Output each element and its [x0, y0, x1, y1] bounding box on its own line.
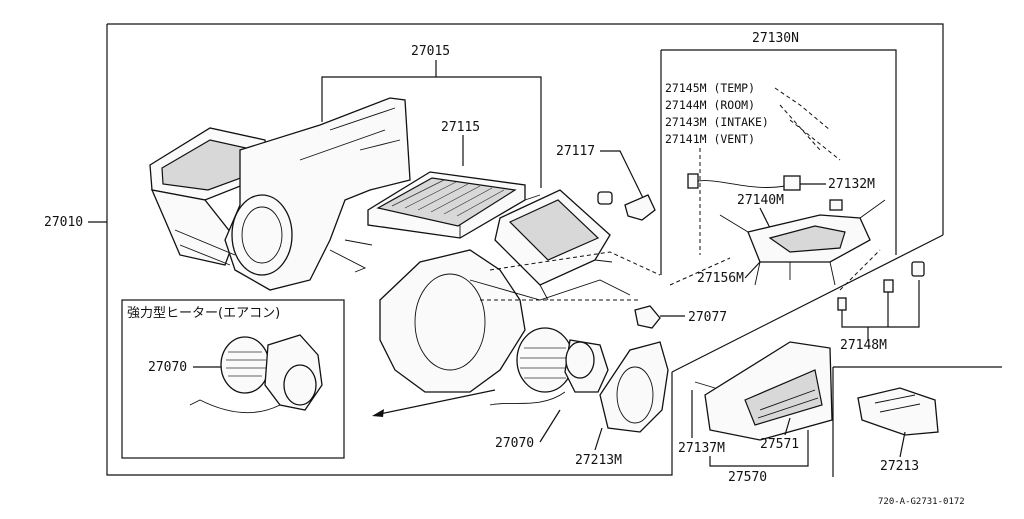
leader-27148m — [841, 280, 920, 341]
label-27015: 27015 — [411, 44, 450, 59]
label-27115: 27115 — [441, 120, 480, 135]
label-27571: 27571 — [760, 437, 799, 452]
leader-27070 — [539, 409, 561, 443]
label-27077: 27077 — [688, 310, 727, 325]
label-27148m: 27148M — [840, 338, 887, 353]
blower-motor-shape — [489, 327, 609, 406]
direction-arrow — [374, 389, 496, 416]
drawing-code: 720-A-G2731-0172 — [878, 497, 965, 507]
label-27140m: 27140M — [737, 193, 784, 208]
part-27213-shape — [857, 387, 939, 436]
part-27077-shape — [634, 305, 661, 329]
leader-27015 — [321, 76, 542, 188]
label-27213m: 27213M — [575, 453, 622, 468]
leader-27570 — [709, 430, 809, 467]
label-27137m: 27137M — [678, 441, 725, 456]
inset-heading: 強力型ヒーター(エアコン) — [127, 306, 280, 321]
blower-case-part — [379, 249, 661, 393]
leader-27213 — [899, 431, 906, 458]
label-sensor-vent: 27141M (VENT) — [665, 132, 755, 146]
label-27117: 27117 — [556, 144, 595, 159]
label-sensor-temp: 27145M (TEMP) — [665, 81, 755, 95]
label-sensor-intake: 27143M (INTAKE) — [665, 115, 769, 129]
servo-group-frame — [660, 49, 897, 275]
label-27010: 27010 — [44, 215, 83, 230]
label-27130n: 27130N — [752, 31, 799, 46]
assembly-frame — [107, 23, 944, 235]
part-27213m-shape — [599, 341, 669, 433]
control-panel-shape — [694, 341, 833, 441]
label-27570: 27570 — [728, 470, 767, 485]
label-27132m: 27132M — [828, 177, 875, 192]
part-27117-shape — [597, 191, 656, 221]
leader-27571 — [784, 417, 791, 436]
leader-27117 — [600, 150, 644, 199]
part-27213-frame — [832, 366, 1002, 477]
part-27148m-shape — [837, 261, 925, 311]
label-inset-27070: 27070 — [148, 360, 187, 375]
leader-27213m — [594, 427, 603, 451]
label-27070: 27070 — [495, 436, 534, 451]
leader-sensors — [699, 87, 841, 255]
assembly-frame-left — [106, 24, 673, 476]
inset-blower-motor-shape — [189, 334, 323, 414]
label-27156m: 27156M — [697, 271, 744, 286]
label-27213: 27213 — [880, 459, 919, 474]
heater-case-part — [149, 97, 411, 291]
part-27132m-shape — [687, 173, 801, 191]
leader-27140m — [759, 207, 771, 229]
direction-arrowhead — [372, 409, 384, 417]
heater-core-part — [367, 171, 541, 239]
assembly-frame-diagonal — [671, 234, 944, 373]
evaporator-case-part — [494, 189, 613, 301]
label-sensor-room: 27144M (ROOM) — [665, 98, 755, 112]
leader-27156m — [744, 261, 761, 279]
inset-frame — [121, 299, 345, 459]
